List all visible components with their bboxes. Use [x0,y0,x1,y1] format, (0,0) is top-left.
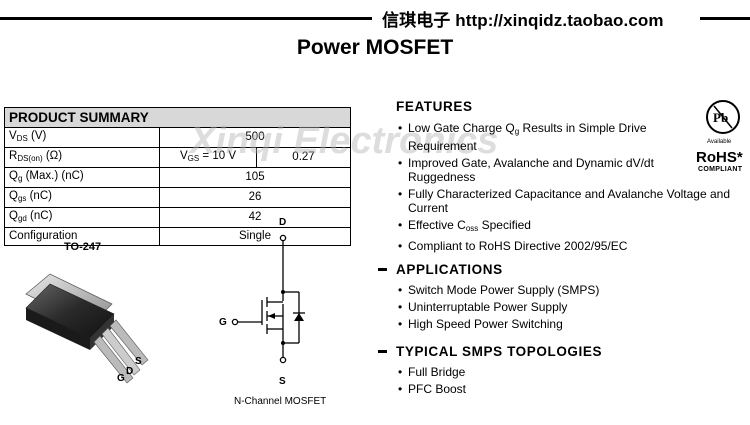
header-rule-left [0,17,372,20]
param-cell: Qgd (nC) [4,207,160,228]
applications-list: Switch Mode Power Supply (SMPS) Uninterr… [396,283,736,334]
pin-label-g: G [117,373,125,384]
package-label: TO-247 [64,241,102,253]
value-cell: 105 [159,167,351,188]
rohs-badge: RoHS* [696,149,743,166]
list-item: PFC Boost [396,382,736,396]
value-cell: Single [159,227,351,246]
available-text: Available [707,139,732,145]
compliant-text: COMPLIANT [698,166,743,173]
schematic-source-label: S [279,376,286,387]
value-cell: 26 [159,187,351,208]
applications-heading: APPLICATIONS [396,262,503,277]
list-item: High Speed Power Switching [396,317,736,331]
schematic-gate-label: G [219,317,227,328]
no-lead-slash-icon [713,105,733,129]
product-summary-table: PRODUCT SUMMARY VDS (V) 500 RDS(on) (Ω) … [4,107,351,246]
to247-package-illustration [25,273,149,384]
list-item: Fully Characterized Capacitance and Aval… [396,187,750,215]
header-rule-right [700,17,750,20]
summary-title: PRODUCT SUMMARY [4,107,351,128]
list-item: Full Bridge [396,365,736,379]
topologies-heading: TYPICAL SMPS TOPOLOGIES [396,344,603,359]
section-bar [378,350,387,353]
features-heading: FEATURES [396,99,473,114]
value-cell: 0.27 [256,147,351,168]
lead-free-badge [706,100,740,134]
param-cell: Qg (Max.) (nC) [4,167,160,188]
section-bar [378,268,387,271]
table-row: Qgs (nC) 26 [4,187,351,208]
pin-label-d: D [126,366,134,377]
param-cell: Configuration [4,227,160,246]
list-item: Low Gate Charge Qg Results in Simple Dri… [396,121,692,153]
schematic-drain-label: D [279,217,287,228]
list-item: Improved Gate, Avalanche and Dynamic dV/… [396,156,692,184]
list-item: Compliant to RoHS Directive 2002/95/EC [396,239,692,253]
condition-cell: VGS = 10 V [159,147,257,168]
list-item: Switch Mode Power Supply (SMPS) [396,283,736,297]
n-channel-mosfet-schematic [231,234,305,364]
schematic-caption: N-Channel MOSFET [234,396,327,407]
param-cell: VDS (V) [4,127,160,148]
topologies-list: Full Bridge PFC Boost [396,365,736,399]
param-cell: Qgs (nC) [4,187,160,208]
page-title: Power MOSFET [296,36,454,59]
table-row: Qgd (nC) 42 [4,207,351,228]
pin-label-s: S [135,356,142,367]
table-row: Qg (Max.) (nC) 105 [4,167,351,188]
list-item: Uninterruptable Power Supply [396,300,736,314]
list-item: Effective Coss Specified [396,218,692,236]
store-banner: 信琪电子 http://xinqidz.taobao.com [382,11,664,30]
table-row: Configuration Single [4,227,351,246]
table-row: RDS(on) (Ω) VGS = 10 V 0.27 [4,147,351,168]
pb-text: Pb [713,110,729,125]
param-cell: RDS(on) (Ω) [4,147,160,168]
features-list: Low Gate Charge Qg Results in Simple Dri… [396,121,730,256]
